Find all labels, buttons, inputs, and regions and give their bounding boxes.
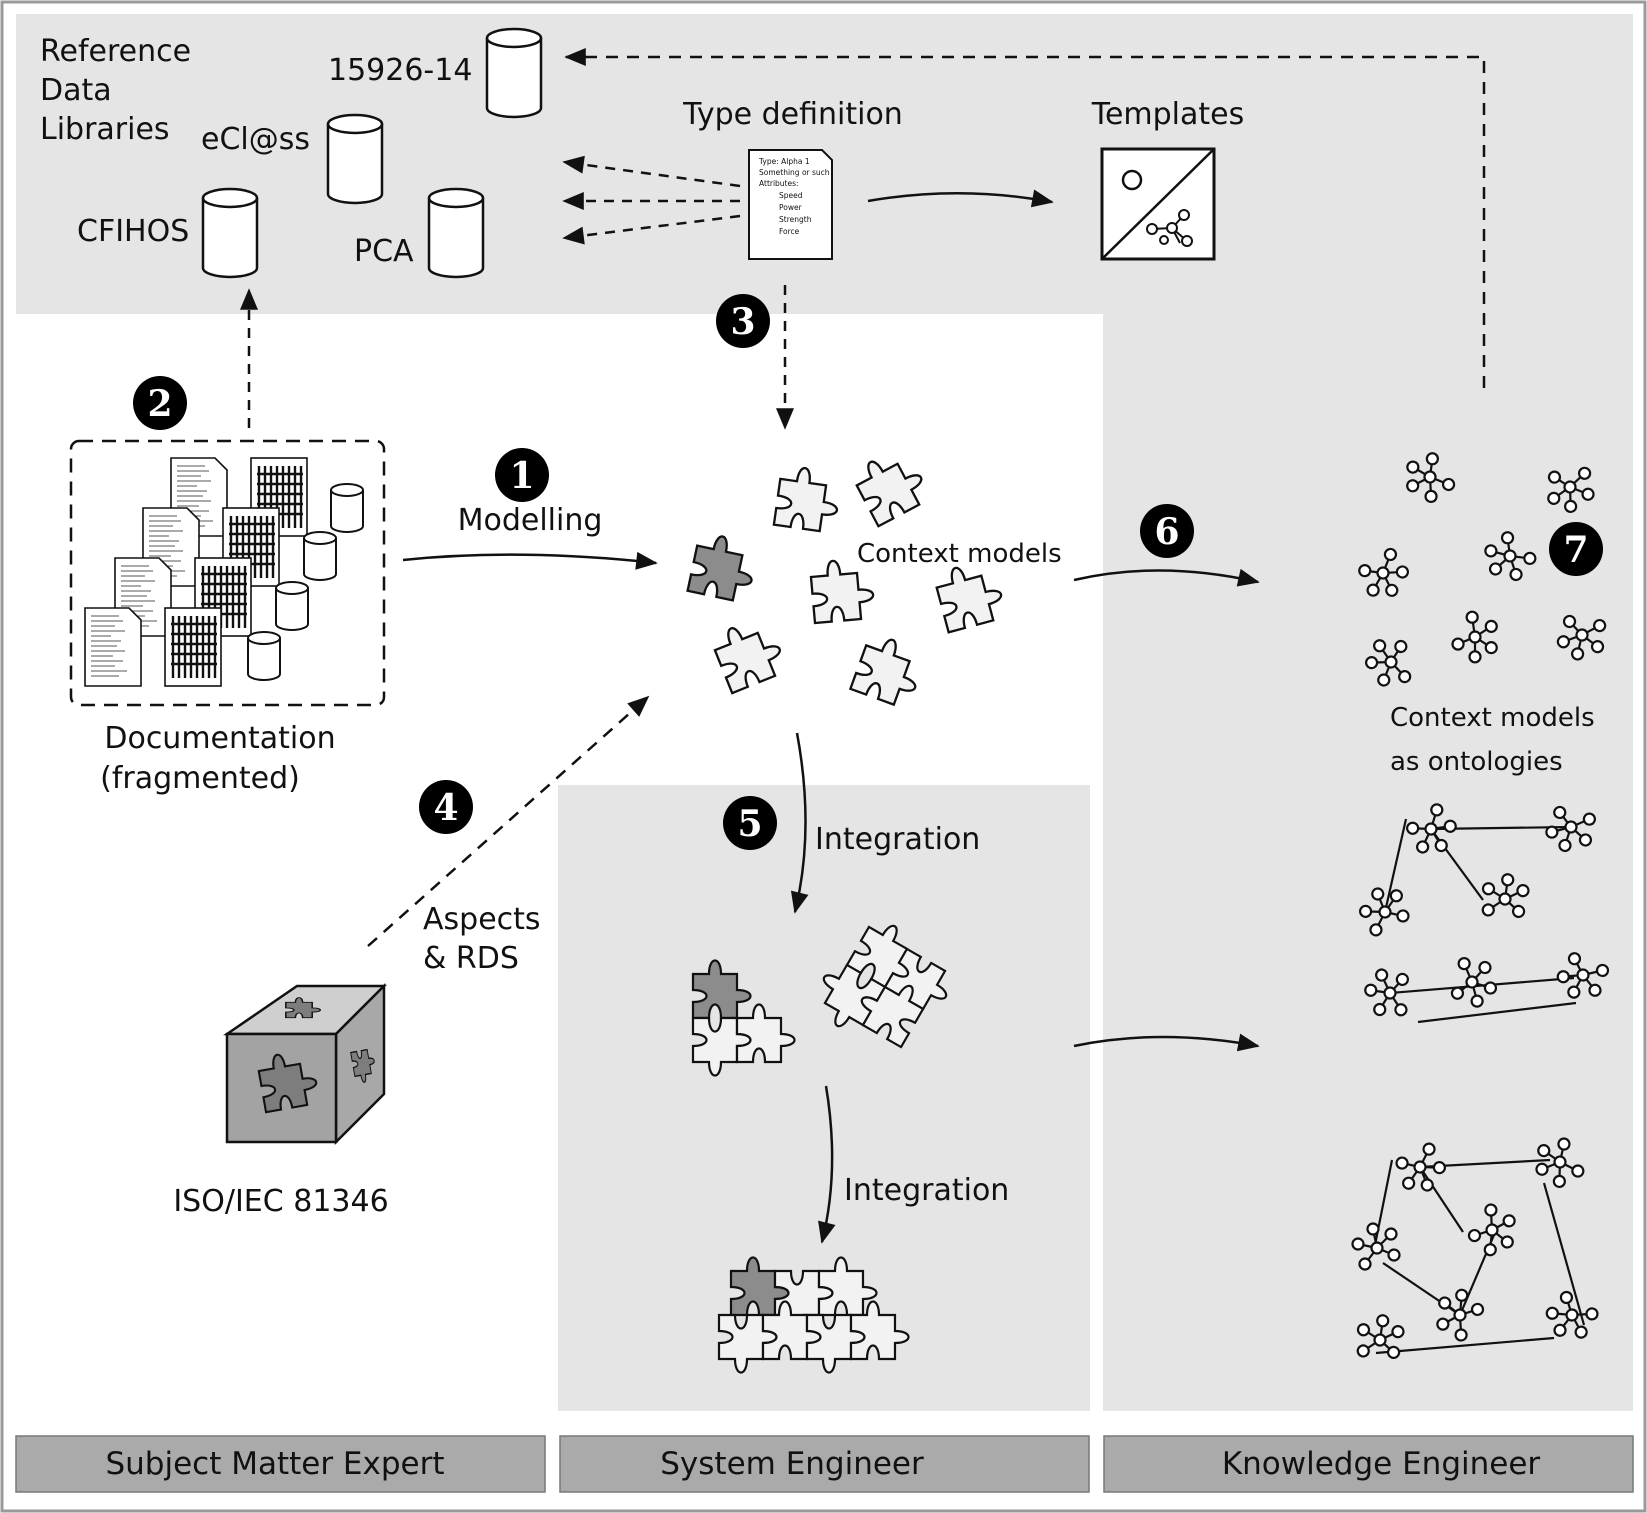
ontologies-label-line1: Context models	[1390, 703, 1595, 733]
arrow-type-to-templates	[867, 189, 1054, 208]
badge-3: 3	[716, 294, 770, 348]
modelling-label: Modelling	[458, 503, 603, 538]
arrow-integration-2	[818, 1085, 836, 1244]
standard-label: ISO/IEC 81346	[173, 1184, 388, 1219]
library-15926-label: 15926-14	[328, 53, 472, 88]
database-icon-15926	[485, 27, 543, 119]
svg-text:5: 5	[737, 803, 762, 845]
badge-1: 1	[495, 448, 549, 502]
dashed-arrow-to-libraries-1	[562, 155, 741, 188]
library-eclass-label: eCl@ss	[201, 122, 310, 157]
svg-text:6: 6	[1154, 511, 1179, 553]
role-label-system-engineer: System Engineer	[660, 1446, 924, 1482]
role-label-knowledge-engineer: Knowledge Engineer	[1222, 1446, 1541, 1482]
documentation-box	[69, 439, 386, 707]
dashed-arrow-to-libraries-3	[562, 214, 741, 245]
database-icon-pca	[427, 187, 485, 279]
arrow-integration-to-ontologies	[1073, 1033, 1260, 1052]
type-def-attr-3: Strength	[779, 215, 812, 224]
libraries-title-line3: Libraries	[40, 112, 170, 147]
database-icon-cfihos	[201, 187, 259, 279]
integrated-ontology-graph-3	[1348, 1135, 1606, 1369]
integration-label-2: Integration	[844, 1173, 1009, 1208]
type-definition-title: Type definition	[682, 97, 903, 132]
svg-text:3: 3	[730, 301, 755, 343]
svg-text:4: 4	[433, 787, 458, 829]
svg-text:7: 7	[1563, 529, 1588, 571]
database-icon-eclass	[326, 113, 384, 205]
template-icon	[1100, 147, 1216, 261]
type-def-attr-2: Power	[779, 203, 803, 212]
context-models-label: Context models	[857, 539, 1062, 569]
library-pca-label: PCA	[354, 234, 414, 269]
aspects-label-line2: & RDS	[423, 941, 519, 976]
arrow-modelling	[402, 551, 658, 570]
type-def-attr-4: Force	[779, 227, 800, 236]
type-def-attr-1: Speed	[779, 191, 803, 200]
libraries-title-line1: Reference	[40, 34, 191, 69]
type-def-line-3: Attributes:	[759, 179, 799, 188]
role-bar-knowledge-engineer	[1103, 1435, 1634, 1493]
arrow-integration-1	[790, 732, 809, 914]
badge-7: 7	[1549, 522, 1603, 576]
badge-5: 5	[723, 796, 777, 850]
documentation-label-line1: Documentation	[104, 721, 335, 756]
svg-text:1: 1	[509, 455, 534, 497]
type-def-line-1: Type: Alpha 1	[758, 157, 810, 166]
role-bar-system-engineer	[559, 1435, 1090, 1493]
ontologies-label-line2: as ontologies	[1390, 747, 1563, 777]
role-label-subject-matter-expert: Subject Matter Expert	[105, 1446, 444, 1482]
arrow-context-to-ontologies	[1073, 568, 1260, 587]
badge-6: 6	[1140, 504, 1194, 558]
integration-label-1: Integration	[815, 822, 980, 857]
templates-title: Templates	[1091, 97, 1245, 132]
role-bar-subject-matter-expert	[15, 1435, 546, 1493]
svg-text:2: 2	[147, 383, 172, 425]
aspect-cube-icon	[222, 982, 388, 1146]
reference-and-knowledge-panel	[16, 14, 1633, 1411]
badge-2: 2	[133, 376, 187, 430]
aspects-label-line1: Aspects	[423, 902, 541, 937]
badge-4: 4	[419, 780, 473, 834]
type-definition-document-icon	[748, 149, 833, 260]
documentation-label-line2: (fragmented)	[100, 761, 300, 796]
library-cfihos-label: CFIHOS	[77, 214, 189, 249]
libraries-title-line2: Data	[40, 73, 112, 108]
integrated-ontology-graph-2	[1357, 942, 1617, 1025]
type-def-line-2: Something or such	[759, 168, 830, 177]
integrated-ontology-graph-1	[1355, 796, 1605, 939]
dashed-arrow-ontologies-to-15926	[564, 48, 1486, 388]
